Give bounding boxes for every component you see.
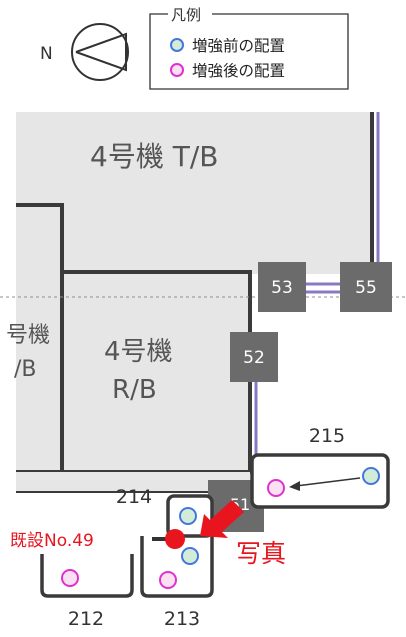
relocation-arrow: [295, 477, 361, 487]
left-building: 号機 /B: [6, 203, 64, 474]
compass-arrow-icon: [75, 32, 127, 72]
compass-circle: [71, 23, 129, 81]
legend-before-label: 増強前の配置: [192, 37, 285, 55]
area-214-label: 214: [116, 486, 152, 508]
area-215-frame: [250, 453, 390, 509]
legend-before-marker: [170, 38, 184, 52]
box-52: [230, 332, 278, 382]
legend-after-label: 増強後の配置: [192, 62, 285, 80]
area-214: 214: [116, 486, 214, 538]
box-53-label: 53: [271, 278, 293, 298]
north-label: N: [40, 44, 53, 64]
area-212-frame: [40, 554, 134, 598]
left-building-fill: [16, 205, 62, 470]
marker-214-before: [179, 507, 197, 525]
area-212: 212: [40, 554, 134, 630]
existing-no49: 既設No.49: [10, 529, 185, 551]
marker-213-before: [181, 547, 199, 565]
marker-212-after: [61, 569, 79, 587]
rb-label-1: 4号機: [104, 337, 173, 367]
box-55: [340, 262, 392, 312]
left-building-label-1: 号機: [6, 323, 50, 348]
compass: N: [40, 23, 129, 81]
area-213-label: 213: [164, 608, 200, 630]
box-55-label: 55: [355, 278, 377, 298]
legend-after-marker: [170, 63, 184, 77]
existing-no49-dot: [165, 529, 185, 549]
tb-fill: [16, 112, 374, 274]
marker-215-before: [362, 467, 380, 485]
photo-callout: 写真: [200, 500, 286, 568]
photo-label: 写真: [236, 539, 286, 568]
existing-no49-label: 既設No.49: [10, 531, 94, 551]
tb-label: 4号機 T/B: [90, 140, 218, 173]
rb-label-2: R/B: [112, 375, 157, 405]
marker-215-after: [267, 479, 285, 497]
box-52-label: 52: [243, 348, 265, 368]
relocation-arrow-head: [289, 481, 300, 491]
rb-fill: [62, 272, 250, 472]
area-215: 215: [250, 425, 390, 509]
photo-arrow-icon: [200, 500, 244, 538]
area-212-label: 212: [68, 608, 104, 630]
turbine-building: 4号機 T/B: [16, 112, 374, 274]
legend-title: 凡例: [171, 6, 201, 24]
legend: 凡例 増強前の配置 増強後の配置: [149, 6, 349, 90]
area-213-frame: [140, 536, 214, 598]
lower-strip: [16, 472, 250, 492]
box-53: [258, 262, 306, 312]
legend-frame: [149, 13, 349, 90]
area-213: 213: [140, 536, 214, 630]
reactor-building: 4号機 R/B: [60, 270, 252, 474]
left-building-label-2: /B: [14, 357, 37, 382]
area-215-label: 215: [309, 425, 345, 447]
marker-213-after: [159, 571, 177, 589]
